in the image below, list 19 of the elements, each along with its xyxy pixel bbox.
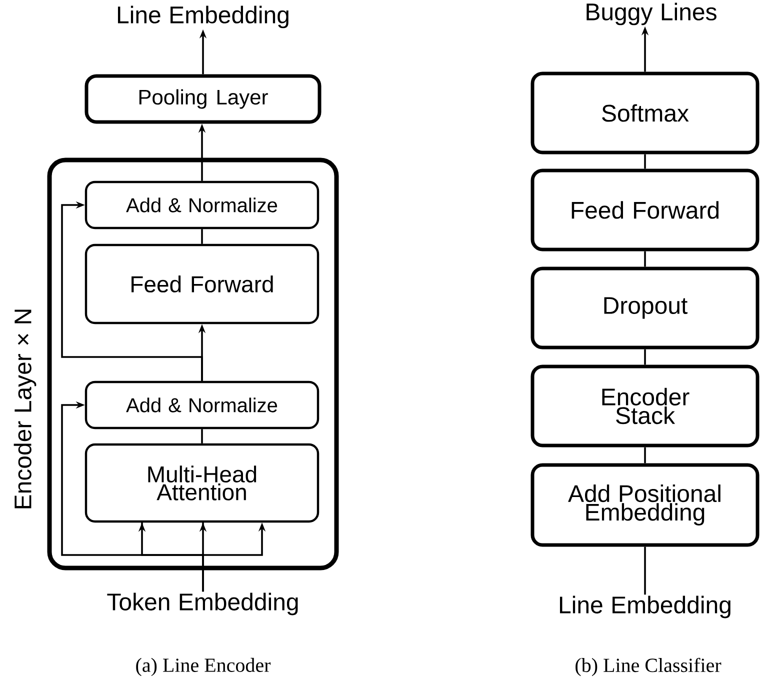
layer-box: Add & Normalize	[84, 180, 320, 230]
arrow	[61, 201, 203, 381]
layer-box: Multi-Head Attention	[84, 443, 320, 523]
layer-box: Softmax	[530, 72, 760, 154]
layer-box: Dropout	[530, 266, 760, 350]
layer-box: Add & Normalize	[84, 380, 320, 430]
subfigure-caption: (a) Line Encoder	[136, 658, 271, 676]
arrow	[61, 401, 204, 592]
text-label: Buggy Lines	[586, 2, 716, 26]
subfigure-caption: (b) Line Classifier	[576, 658, 722, 676]
rotated-heading: Encoder Layer × N	[14, 310, 36, 508]
text-label: Token Embedding	[107, 592, 298, 616]
layer-box: Feed Forward	[530, 168, 760, 252]
text-label: Line Embedding	[560, 596, 730, 618]
layer-box: Pooling Layer	[84, 74, 322, 124]
layer-box: Encoder Stack	[530, 364, 760, 448]
layer-box: Feed Forward	[84, 244, 320, 324]
layer-box: Add Positional Embedding	[530, 463, 760, 547]
text-label: Line Embedding	[118, 6, 288, 28]
